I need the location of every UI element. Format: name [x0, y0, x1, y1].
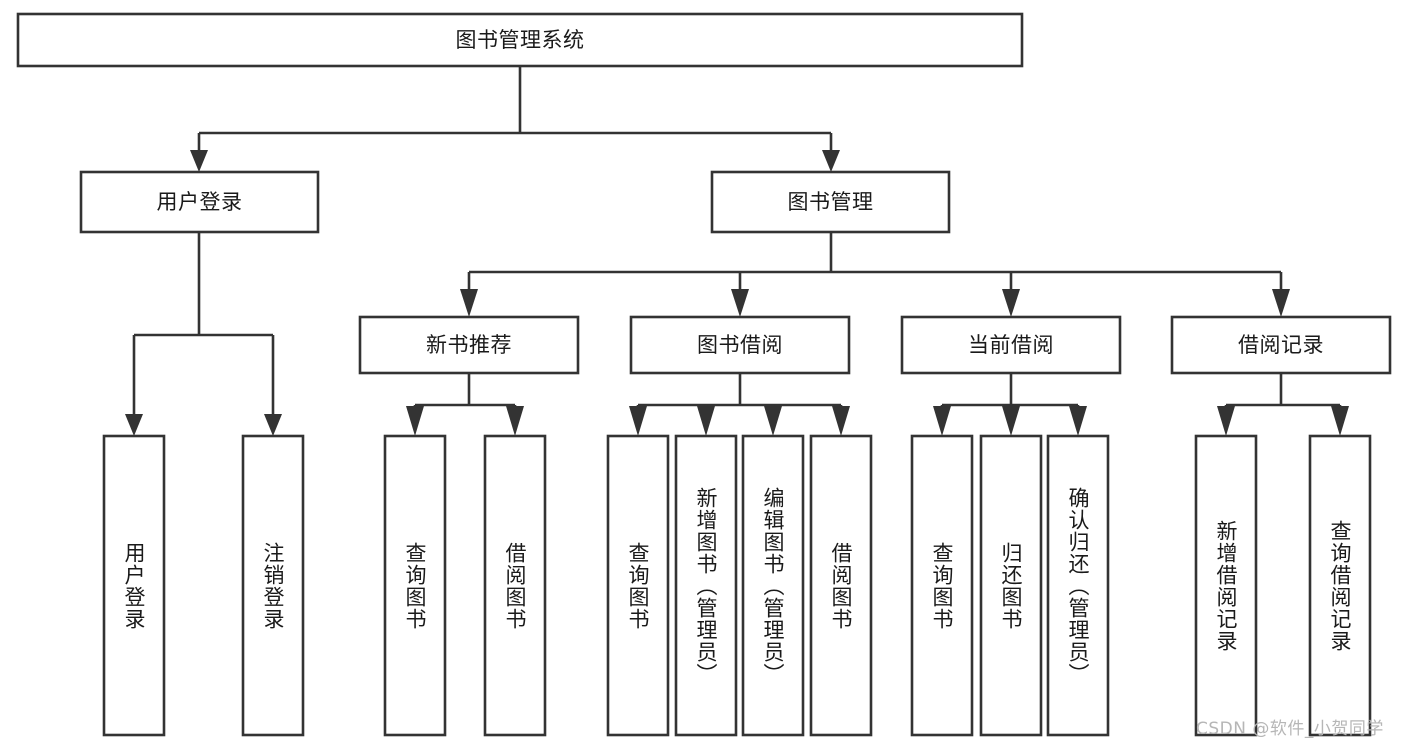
node-box-leaf-return-book[interactable] [979, 434, 1043, 737]
node-box-leaf-query-book-2[interactable] [606, 434, 670, 737]
arrowhead-user-login [190, 150, 208, 172]
arrowhead-leaf-confirm-return [1069, 406, 1087, 436]
node-box-leaf-query-book-1[interactable] [383, 434, 447, 737]
node-box-book-management[interactable] [710, 170, 951, 234]
node-box-current-borrow[interactable] [900, 315, 1122, 375]
arrowhead-leaf-logout [264, 414, 282, 436]
node-box-user-login[interactable] [79, 170, 320, 234]
arrowhead-leaf-add-record [1217, 406, 1235, 436]
arrowhead-book-management [822, 150, 840, 172]
arrowhead-leaf-query-book-2 [629, 406, 647, 436]
node-box-leaf-edit-book[interactable] [741, 434, 805, 737]
node-box-new-book-recommend[interactable] [358, 315, 580, 375]
arrowhead-leaf-query-book-3 [933, 406, 951, 436]
node-box-leaf-add-record[interactable] [1194, 434, 1258, 737]
node-box-borrow-record[interactable] [1170, 315, 1392, 375]
arrowhead-leaf-return-book [1002, 406, 1020, 436]
node-box-leaf-confirm-return[interactable] [1046, 434, 1110, 737]
node-box-leaf-query-record[interactable] [1308, 434, 1372, 737]
arrowhead-leaf-user-login [125, 414, 143, 436]
arrowhead-leaf-edit-book [764, 406, 782, 436]
node-box-leaf-query-book-3[interactable] [910, 434, 974, 737]
arrowhead-leaf-query-book-1 [406, 406, 424, 436]
watermark-text: CSDN @软件_小贺同学 [1196, 719, 1384, 739]
arrowhead-new-book-recommend [460, 289, 478, 317]
node-box-root[interactable] [16, 12, 1024, 68]
arrowhead-leaf-borrow-book-2 [832, 406, 850, 436]
node-box-leaf-add-book[interactable] [674, 434, 738, 737]
arrowhead-current-borrow [1002, 289, 1020, 317]
node-box-leaf-borrow-book-2[interactable] [809, 434, 873, 737]
node-box-leaf-borrow-book-1[interactable] [483, 434, 547, 737]
node-box-leaf-logout[interactable] [241, 434, 305, 737]
node-box-book-borrow[interactable] [629, 315, 851, 375]
arrowhead-leaf-query-record [1331, 406, 1349, 436]
arrowhead-leaf-add-book [697, 406, 715, 436]
arrowhead-borrow-record [1272, 289, 1290, 317]
arrowhead-leaf-borrow-book-1 [506, 406, 524, 436]
node-box-leaf-user-login[interactable] [102, 434, 166, 737]
arrowhead-book-borrow [731, 289, 749, 317]
